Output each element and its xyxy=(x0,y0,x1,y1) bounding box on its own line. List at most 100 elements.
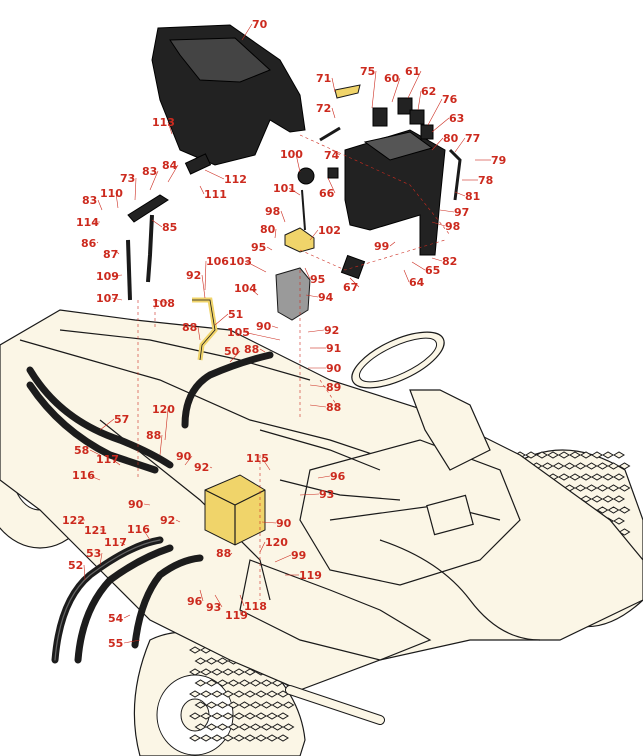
leader-line-c117a xyxy=(111,458,121,466)
tread-lug xyxy=(211,734,223,742)
tread-lug xyxy=(255,712,267,720)
leader-line-c86 xyxy=(96,241,99,244)
tread-lug xyxy=(244,712,256,720)
tread-lug xyxy=(591,473,603,481)
callout-87: 87 xyxy=(103,248,118,261)
callout-90: 90 xyxy=(326,362,342,375)
callout-115: 115 xyxy=(246,452,269,465)
leader-line-c99b xyxy=(274,554,292,563)
callout-103: 103 xyxy=(229,255,252,268)
tread-lug xyxy=(613,517,625,525)
leader-line-c90a xyxy=(271,325,279,329)
chassis-frame xyxy=(0,309,643,725)
tread-lug xyxy=(536,451,548,459)
tread-lug xyxy=(194,701,207,709)
callout-92: 92 xyxy=(160,514,175,527)
tread-lug xyxy=(563,462,576,470)
leader-line-c119b xyxy=(239,609,242,616)
tread-lug xyxy=(222,734,234,742)
tread-lug xyxy=(607,462,620,470)
tread-lug xyxy=(216,679,229,687)
leader-line-c66 xyxy=(327,177,336,194)
leader-line-c80a xyxy=(431,137,444,151)
callout-58: 58 xyxy=(74,444,89,457)
leader-line-c75 xyxy=(371,70,377,109)
control-bracket xyxy=(344,129,446,256)
dash-console-cover xyxy=(151,24,306,166)
callout-104: 104 xyxy=(234,282,257,295)
callout-90: 90 xyxy=(276,517,292,530)
callout-111: 111 xyxy=(204,188,227,201)
callout-107: 107 xyxy=(96,292,119,305)
leader-line-c60 xyxy=(391,77,401,103)
callout-53: 53 xyxy=(86,547,101,560)
leader-line-c107 xyxy=(111,297,123,301)
tread-lug xyxy=(255,690,267,698)
assembly-guide-lines xyxy=(137,134,451,600)
tread-lug xyxy=(260,679,273,687)
callout-76: 76 xyxy=(442,93,458,106)
tread-lug xyxy=(591,495,603,503)
leader-line-c73 xyxy=(134,177,137,201)
leader-line-c63 xyxy=(431,117,450,133)
tread-lug xyxy=(271,701,284,709)
tread-lug xyxy=(233,690,245,698)
leader-line-c113 xyxy=(167,121,173,135)
tread-lug xyxy=(547,451,559,459)
callout-88: 88 xyxy=(244,343,259,356)
callout-71: 71 xyxy=(316,72,331,85)
callout-96: 96 xyxy=(187,595,203,608)
tread-lug xyxy=(211,690,223,698)
tread-lug xyxy=(602,473,614,481)
tread-lug xyxy=(189,712,201,720)
hydraulic-manifold xyxy=(204,474,266,546)
callout-51: 51 xyxy=(228,308,243,321)
tread-lug xyxy=(574,484,587,492)
callout-64: 64 xyxy=(409,276,425,289)
callout-72: 72 xyxy=(316,102,331,115)
leader-line-c97 xyxy=(439,209,455,213)
tread-lug xyxy=(618,528,631,536)
tread-lug xyxy=(260,701,273,709)
tread-lug xyxy=(249,701,262,709)
leader-line-c96a xyxy=(317,475,331,479)
callout-52: 52 xyxy=(68,559,83,572)
tread-lug xyxy=(558,451,570,459)
leader-line-c115 xyxy=(261,457,271,471)
hydraulic-hoses xyxy=(26,351,274,664)
callout-90: 90 xyxy=(176,450,192,463)
tread-lug xyxy=(585,484,598,492)
callout-92: 92 xyxy=(324,324,339,337)
callout-90: 90 xyxy=(256,320,272,333)
callout-114: 114 xyxy=(76,216,99,229)
leader-line-c95b xyxy=(304,267,311,280)
leader-line-c112 xyxy=(204,169,225,180)
callout-117: 117 xyxy=(96,453,119,466)
tread-lug xyxy=(618,484,631,492)
leader-line-c80b xyxy=(274,228,277,239)
leader-line-c88e xyxy=(229,552,233,556)
callout-55: 55 xyxy=(108,637,123,650)
leader-line-c101 xyxy=(288,187,301,196)
tread-lug xyxy=(233,712,245,720)
tread-lug xyxy=(613,451,625,459)
leader-line-c85 xyxy=(151,219,163,228)
leader-line-c70 xyxy=(241,23,253,41)
callout-88: 88 xyxy=(146,429,161,442)
tread-lug xyxy=(249,723,262,731)
tread-lug xyxy=(580,451,592,459)
tread-lug xyxy=(227,723,240,731)
leader-line-c110 xyxy=(115,192,119,209)
tread-lug xyxy=(244,734,256,742)
callout-110: 110 xyxy=(100,187,123,200)
tread-lug xyxy=(618,506,631,514)
leader-line-c61 xyxy=(407,70,422,99)
tread-lug xyxy=(255,734,267,742)
callout-92: 92 xyxy=(194,461,209,474)
callout-121: 121 xyxy=(84,524,107,537)
callout-119: 119 xyxy=(299,569,322,582)
leader-line-c83a xyxy=(149,170,159,191)
tread-lug xyxy=(238,701,251,709)
leader-line-c98b xyxy=(431,221,446,227)
